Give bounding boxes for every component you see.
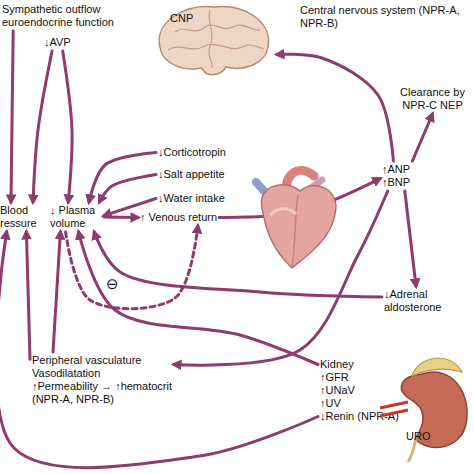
- text-node: ↓Corticotropin: [158, 146, 226, 159]
- brain-part: [168, 44, 264, 50]
- node-text: ↑ Venous return: [140, 211, 217, 224]
- node-text: ↑UNaV: [320, 384, 399, 397]
- node-text: ↓ Plasma volume: [50, 204, 102, 230]
- node-text: ↑UV: [320, 397, 399, 410]
- heart-illustration: [256, 170, 336, 268]
- node-text: Kidney: [320, 358, 399, 371]
- text-node: ↓Adrenal aldosterone: [384, 288, 464, 314]
- brain-part: [175, 25, 260, 32]
- node-text: ↓Corticotropin: [158, 146, 226, 159]
- text-node: ↓Water intake: [158, 192, 225, 205]
- heart-body: [261, 185, 336, 268]
- arrow-connector: [26, 232, 30, 359]
- heart-highlight: [270, 208, 296, 215]
- text-node: ↓Salt appetite: [158, 168, 225, 181]
- arrow-connector: [405, 191, 416, 286]
- node-text: ↓Water intake: [158, 192, 225, 205]
- arrow-connector: [412, 114, 432, 161]
- text-node: ↓AVP: [44, 36, 71, 49]
- arrow-connector: [104, 216, 138, 220]
- brain-part: [209, 10, 212, 68]
- node-text: ↑Permeability → ↑hematocrit: [32, 380, 172, 393]
- node-text: URO: [406, 430, 446, 443]
- brain-outline: [150, 2, 275, 77]
- text-node: Clearance by NPR-C NEP: [395, 86, 470, 112]
- arrow-connector: [11, 31, 13, 202]
- node-text: ↓AVP: [44, 36, 71, 49]
- arrow-connector: [53, 232, 60, 352]
- text-node: Sympathetic outfloweuroendocrine functio…: [2, 3, 114, 29]
- text-node: Blood ressure: [0, 204, 44, 230]
- arrow-connector: [63, 51, 72, 202]
- brain-node: CNPCentral nervous system (NPR-A, NPR-B): [150, 2, 275, 77]
- arrow-connector: [94, 232, 382, 297]
- node-text: Central nervous system (NPR-A, NPR-B): [300, 4, 470, 30]
- node-text: ↑ANP ↑BNP: [382, 163, 420, 189]
- node-text: ↓Adrenal aldosterone: [384, 288, 464, 314]
- node-text: ↓Salt appetite: [158, 168, 225, 181]
- node-text: Blood ressure: [0, 204, 44, 230]
- edge-label: ⊖: [106, 276, 119, 291]
- arrow-connector: [99, 175, 156, 203]
- arrow-connector: [89, 153, 156, 203]
- node-text: euroendocrine function: [2, 16, 114, 29]
- kidney-part: [401, 372, 467, 447]
- node-text: Vasodilatation: [32, 367, 172, 380]
- arrow-connector: [277, 54, 393, 161]
- node-text: CNP: [170, 12, 210, 25]
- arrow-connector: [0, 232, 318, 468]
- node-text: (NPR-A, NPR-B): [32, 393, 172, 406]
- arrow-connector: [33, 51, 52, 202]
- text-node: ↑ Venous return: [140, 211, 217, 224]
- arrow-connector: [66, 226, 198, 309]
- kidney-outline: [378, 350, 474, 462]
- text-node: ↓ Plasma volume: [50, 204, 102, 230]
- kidney-part: [412, 358, 462, 376]
- kidney-node: URO: [378, 350, 474, 462]
- kidney-part: [380, 402, 408, 416]
- node-text: Clearance by NPR-C NEP: [395, 86, 470, 112]
- text-node: ↑ANP ↑BNP: [382, 163, 420, 189]
- heart-groove: [292, 195, 298, 266]
- node-text: Peripheral vasculature: [32, 354, 172, 367]
- text-node: Peripheral vasculatureVasodilatation↑Per…: [32, 354, 172, 406]
- node-text: ↓Renin (NPR-A): [320, 410, 399, 423]
- brain-part: [159, 6, 268, 74]
- node-text: ↑GFR: [320, 371, 399, 384]
- node-text: Sympathetic outflow: [2, 3, 114, 16]
